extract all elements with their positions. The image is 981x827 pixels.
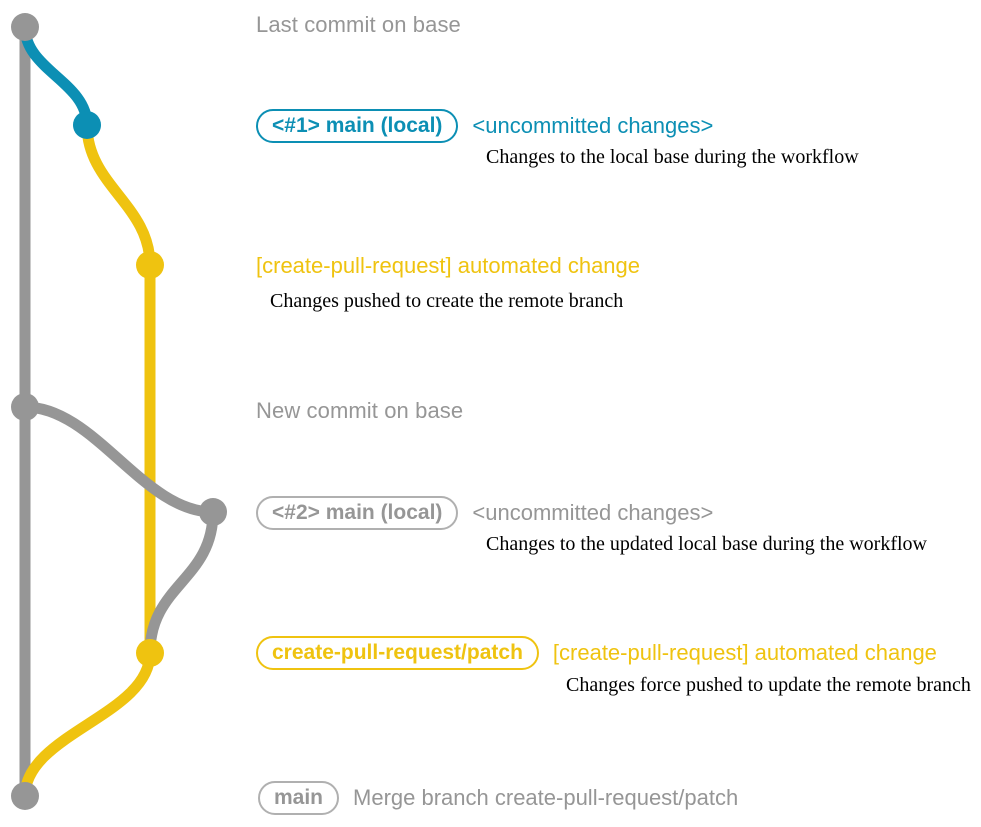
edge-gray-side-out: [19, 401, 219, 518]
commit-row-local-1: <#1> main (local) <uncommitted changes>: [256, 109, 713, 143]
commit-message-local-1: <uncommitted changes>: [472, 113, 714, 138]
edge-yellow-merge: [19, 647, 156, 802]
commit-row-last-commit: Last commit on base: [256, 12, 461, 38]
commit-node-remote-2: [136, 639, 164, 667]
commit-label-last-commit: Last commit on base: [256, 12, 461, 37]
commit-description-remote-2: Changes force pushed to update the remot…: [566, 674, 971, 696]
edge-blue-branch: [19, 21, 93, 131]
commit-description-local-1: Changes to the local base during the wor…: [486, 146, 859, 168]
branch-tag-main[interactable]: main: [258, 781, 340, 815]
commit-description-remote-1: Changes pushed to create the remote bran…: [270, 290, 624, 312]
commit-row-remote-2: create-pull-request/patch [create-pull-r…: [256, 636, 937, 670]
commit-node-remote-1: [136, 251, 164, 279]
commit-message-local-2: <uncommitted changes>: [472, 500, 714, 525]
branch-tag-local-2[interactable]: <#2> main (local): [256, 496, 459, 530]
commit-row-remote-1: [create-pull-request] automated change: [256, 253, 640, 279]
commit-node-base-new: [11, 393, 39, 421]
commit-label-new-commit: New commit on base: [256, 398, 464, 423]
commit-row-new-commit: New commit on base: [256, 398, 463, 424]
commit-description-local-2: Changes to the updated local base during…: [486, 533, 927, 555]
commit-node-base-top: [11, 13, 39, 41]
commit-row-local-2: <#2> main (local) <uncommitted changes>: [256, 496, 713, 530]
commit-message-remote-1: [create-pull-request] automated change: [256, 253, 641, 278]
commit-message-remote-2: [create-pull-request] automated change: [552, 640, 937, 665]
branch-tag-remote-2[interactable]: create-pull-request/patch: [256, 636, 539, 670]
commit-node-base-merge: [11, 782, 39, 810]
commit-node-local-2: [199, 498, 227, 526]
edge-yellow-branch: [81, 119, 156, 271]
branch-tag-local-1[interactable]: <#1> main (local): [256, 109, 459, 143]
edge-gray-side-in: [144, 506, 219, 659]
commit-node-local-1: [73, 111, 101, 139]
commit-row-merge: main Merge branch create-pull-request/pa…: [258, 781, 738, 815]
commit-message-merge: Merge branch create-pull-request/patch: [353, 785, 739, 810]
